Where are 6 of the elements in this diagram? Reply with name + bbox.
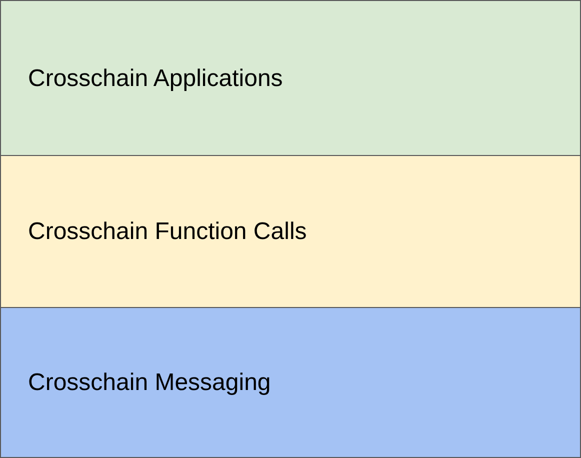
layer-band <box>0 0 581 157</box>
layer-label: Crosschain Messaging <box>28 368 271 396</box>
layer-label: Crosschain Applications <box>28 64 283 92</box>
layer-label: Crosschain Function Calls <box>28 218 307 246</box>
layer-band <box>0 307 581 458</box>
layer-band <box>0 155 581 309</box>
